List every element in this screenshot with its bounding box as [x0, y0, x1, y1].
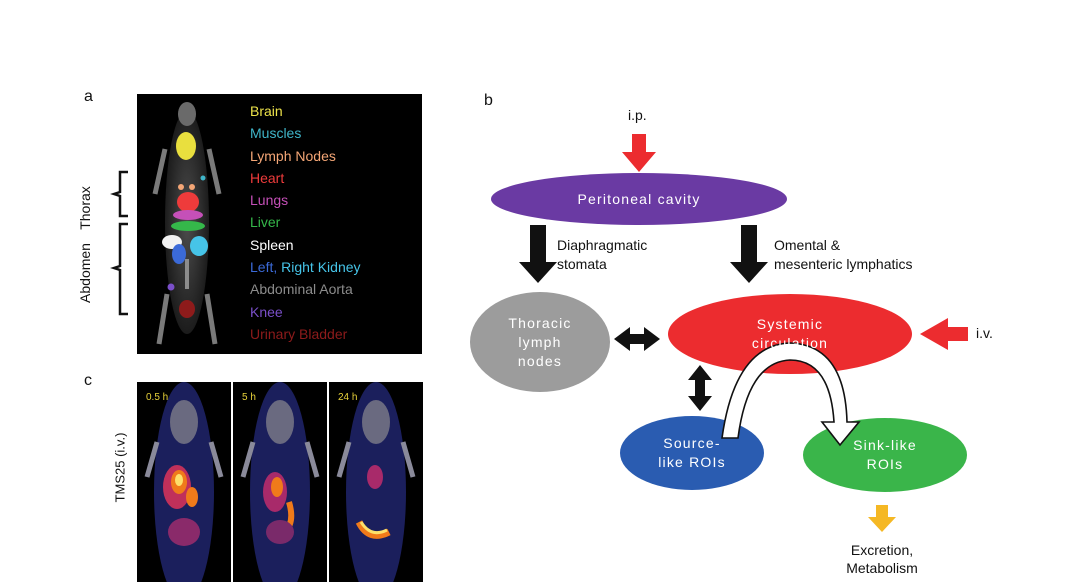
iv-arrow	[920, 318, 968, 350]
muscle-organ	[200, 175, 206, 181]
excretion-line1: Excretion,	[850, 542, 914, 558]
systemic-circulation-label: Systemic circulation	[668, 294, 912, 374]
knee-organ	[167, 283, 175, 291]
diaphragmatic-label: Diaphragmatic stomata	[557, 236, 647, 274]
panel-letter-c: c	[84, 372, 92, 389]
legend-knee: Knee	[250, 303, 283, 320]
thoracic-line1: Thoracic	[508, 314, 572, 331]
liver-organ	[171, 221, 205, 231]
lymph-systemic-double-arrow	[614, 327, 660, 351]
panel-letter-a: a	[84, 88, 93, 105]
source-line2: like ROIs	[658, 454, 726, 470]
pet-time-1: 0.5 h	[146, 392, 169, 403]
omental-line1: Omental &	[774, 237, 841, 253]
source-line1: Source-	[663, 435, 721, 451]
omental-line2: mesenteric lymphatics	[774, 256, 913, 272]
organ-legend: Brain Muscles Lymph Nodes Heart Lungs Li…	[250, 100, 361, 345]
legend-abdominal-aorta: Abdominal Aorta	[250, 281, 353, 298]
peritoneal-cavity-label: Peritoneal cavity	[491, 173, 787, 225]
legend-right-kidney: Right Kidney	[281, 259, 361, 276]
legend-muscles: Muscles	[250, 125, 302, 142]
diaphragmatic-line2: stomata	[557, 256, 607, 272]
legend-urinary-bladder: Urinary Bladder	[250, 325, 348, 342]
pet-time-2: 5 h	[242, 392, 256, 403]
systemic-line1: Systemic	[756, 316, 824, 332]
ip-arrow	[622, 134, 656, 172]
pet-time-3: 24 h	[338, 392, 358, 403]
panel-letter-b: b	[484, 92, 493, 109]
lymph-node-organ	[178, 184, 184, 190]
right-kidney-organ	[190, 236, 208, 256]
brain-organ	[176, 132, 196, 160]
diaphragmatic-arrow	[519, 225, 557, 283]
legend-left-kidney: Left,	[250, 259, 278, 276]
abdomen-bracket	[110, 222, 128, 316]
sink-line1: Sink-like	[853, 437, 917, 453]
diaphragmatic-line1: Diaphragmatic	[557, 237, 648, 253]
legend-brain: Brain	[250, 103, 283, 119]
thoracic-line2: lymph	[518, 333, 562, 350]
systemic-circulation-node	[668, 294, 912, 374]
source-like-rois-label: Source- like ROIs	[620, 416, 764, 490]
peritoneal-cavity-node	[491, 173, 787, 225]
lymph-node-organ-2	[189, 184, 195, 190]
pet-frame-3: 24 h	[329, 382, 423, 582]
region-brackets	[110, 170, 128, 316]
excretion-label: Excretion, Metabolism	[818, 541, 946, 577]
sink-line2: ROIs	[866, 456, 904, 472]
omental-arrow	[730, 225, 768, 283]
pet-frame-1: 0.5 h	[137, 382, 231, 582]
iv-label: i.v.	[976, 325, 993, 341]
systemic-source-double-arrow	[688, 365, 712, 411]
mouse-head	[178, 102, 196, 126]
thoracic-line3: nodes	[517, 352, 563, 369]
legend-heart: Heart	[250, 169, 285, 186]
thoracic-lymph-nodes-node	[470, 292, 610, 392]
source-to-sink-arrow	[721, 342, 861, 447]
pet-frame-2: 5 h	[233, 382, 327, 582]
ip-label: i.p.	[628, 107, 647, 123]
thoracic-lymph-nodes-label: Thoracic lymph nodes	[470, 292, 610, 392]
heart-organ	[177, 192, 199, 212]
pet-image-1	[144, 382, 224, 582]
legend-lungs: Lungs	[250, 192, 289, 209]
excretion-line2: Metabolism	[846, 560, 918, 576]
pet-image-2	[240, 382, 320, 582]
legend-kidney: Left, Right Kidney	[250, 256, 361, 278]
pet-image-3	[336, 382, 416, 582]
excretion-arrow	[868, 505, 896, 532]
systemic-line2: circulation	[751, 335, 829, 351]
legend-liver: Liver	[250, 214, 281, 231]
bladder-organ	[179, 300, 195, 318]
organ-scan-image	[137, 94, 422, 354]
legend-lymph-nodes: Lymph Nodes	[250, 147, 336, 164]
mouse-limbs	[152, 148, 222, 345]
left-kidney-organ	[172, 244, 186, 264]
sink-like-rois-label: Sink-like ROIs	[803, 418, 967, 492]
legend-spleen: Spleen	[250, 236, 294, 253]
omental-label: Omental & mesenteric lymphatics	[774, 236, 913, 274]
lungs-organ	[173, 210, 203, 220]
aorta-organ	[185, 259, 189, 289]
thorax-bracket	[110, 170, 128, 218]
peritoneal-cavity-text: Peritoneal cavity	[577, 190, 701, 207]
mouse-organ-render	[152, 102, 222, 345]
